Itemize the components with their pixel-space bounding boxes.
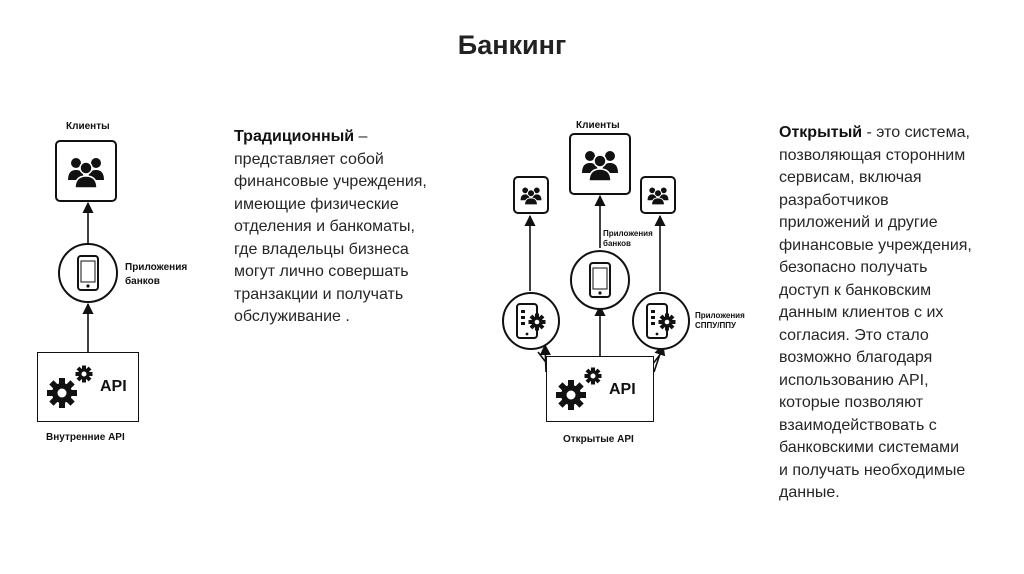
open-bank-apps-label: Приложения банков — [603, 229, 653, 249]
open-api-label: API — [609, 381, 636, 398]
open-line: доступ к банковским — [779, 281, 932, 299]
bank-apps-label-line1: Приложения — [125, 262, 188, 273]
traditional-line: могут лично совершать — [234, 263, 409, 280]
open-line: использованию API, — [779, 371, 929, 389]
open-line: возможно благодаря — [779, 349, 933, 366]
smartphone-icon — [77, 255, 99, 291]
third-party-app-node-right — [632, 292, 690, 350]
gears-icon — [556, 367, 602, 410]
internal-api-box: API — [37, 352, 139, 422]
people-group-icon — [520, 187, 542, 206]
internal-api-label: Внутренние API — [46, 432, 125, 443]
open-line: которые позволяют — [779, 394, 924, 411]
traditional-line: где владельцы бизнеса — [234, 240, 409, 258]
bank-apps-label: Приложения банков — [125, 261, 187, 289]
open-first-line: Открытый - это система, — [779, 122, 1019, 145]
open-clients-node-center — [569, 133, 631, 195]
traditional-line: отделения и банкоматы, — [234, 218, 415, 235]
open-line: позволяющая сторонним — [779, 146, 966, 164]
open-description: Открытый - это система, позволяющая стор… — [779, 122, 1019, 505]
traditional-dash: – — [354, 128, 368, 145]
gears-icon — [47, 365, 93, 408]
bank-app-node — [58, 243, 118, 303]
open-clients-node-right — [640, 176, 676, 214]
open-api-caption: Открытые API — [563, 434, 634, 445]
open-line: разработчиков — [779, 191, 889, 209]
people-group-icon — [68, 158, 104, 189]
traditional-line: транзакции и получать — [234, 285, 404, 303]
smartphone-icon — [589, 262, 611, 298]
open-bank-app-node — [570, 250, 630, 310]
open-line: данным клиентов с их — [779, 304, 944, 321]
traditional-term: Традиционный — [234, 128, 355, 145]
third-party-apps-label-line1: Приложения — [695, 311, 745, 320]
third-party-apps-label-line2: СППУ/ППУ — [695, 321, 736, 330]
open-line: и получать необходимые — [779, 461, 966, 479]
open-line: финансовые учреждения, — [779, 236, 972, 254]
people-group-icon — [647, 187, 669, 206]
open-bank-apps-label-line2: банков — [603, 239, 631, 248]
open-line: сервисам, включая — [779, 169, 922, 186]
open-bank-apps-label-line1: Приложения — [603, 229, 653, 238]
open-line: безопасно получать — [779, 259, 928, 276]
open-line: приложений и другие — [779, 214, 938, 231]
phone-gear-icon — [646, 303, 676, 339]
third-party-app-node-left — [502, 292, 560, 350]
open-line: данные. — [779, 484, 840, 501]
traditional-line: представляет собой — [234, 150, 384, 168]
open-clients-label: Клиенты — [576, 120, 620, 131]
bank-apps-label-line2: банков — [125, 276, 160, 287]
phone-gear-icon — [516, 303, 546, 339]
clients-label: Клиенты — [66, 121, 110, 132]
open-line: согласия. Это стало — [779, 326, 929, 344]
api-label: API — [100, 378, 127, 395]
traditional-description: Традиционный – представляет собой финанс… — [234, 126, 474, 329]
open-api-box: API — [546, 356, 654, 422]
third-party-apps-label: Приложения СППУ/ППУ — [695, 311, 745, 331]
people-group-icon — [582, 151, 618, 182]
traditional-first-line: Традиционный – — [234, 126, 474, 149]
open-clients-node-left — [513, 176, 549, 214]
open-line: банковскими системами — [779, 439, 960, 456]
open-first-line-rest: - это система, — [862, 124, 970, 141]
traditional-line: имеющие физические — [234, 195, 399, 213]
traditional-line: финансовые учреждения, — [234, 173, 427, 190]
page-title: Банкинг — [457, 30, 567, 60]
open-term: Открытый — [779, 124, 863, 141]
open-line: взаимодействовать с — [779, 416, 937, 434]
traditional-line: обслуживание . — [234, 308, 350, 325]
clients-node — [55, 140, 117, 202]
